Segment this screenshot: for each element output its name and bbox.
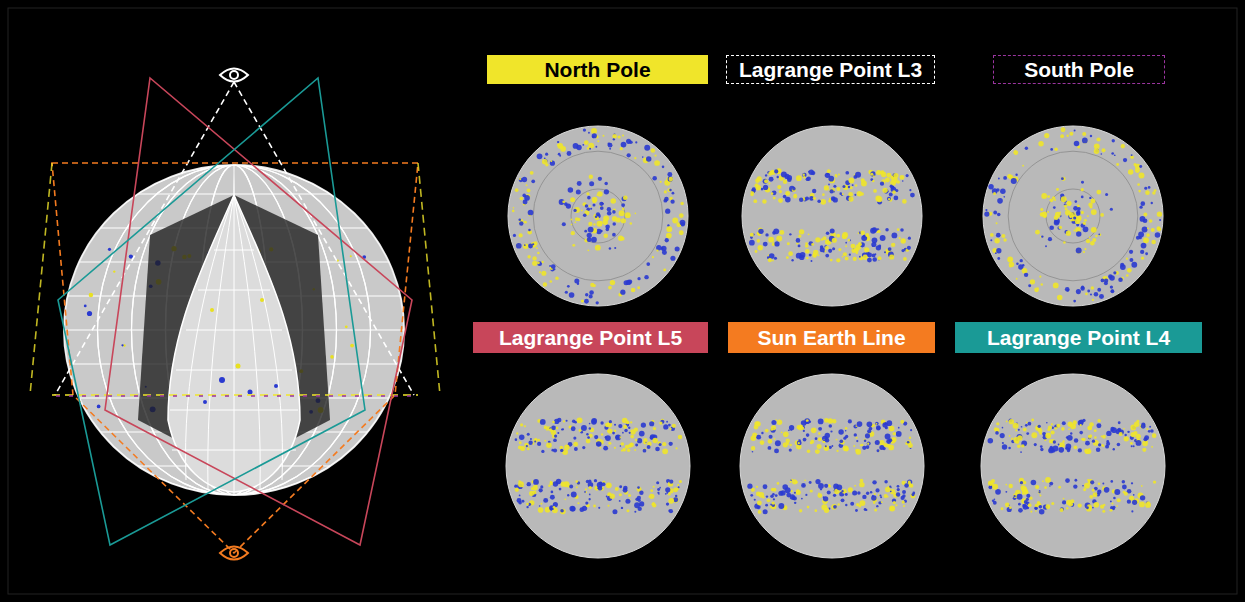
magnetogram [508,126,688,306]
view-cones [30,78,440,553]
label-text: South Pole [1024,59,1134,80]
view-label: Sun Earth Line [728,322,935,353]
frame [8,8,1237,594]
view-label: Lagrange Point L4 [955,322,1202,353]
label-text: Lagrange Point L4 [987,327,1170,348]
view-label: Lagrange Point L3 [726,55,935,84]
magnetogram [740,374,924,558]
observer-eye [220,547,248,560]
magnetogram [506,374,690,558]
label-text: Lagrange Point L5 [499,327,682,348]
observer-eye [220,69,248,82]
view-label: South Pole [993,55,1165,84]
sun-sphere [50,165,420,495]
label-text: North Pole [544,59,650,80]
view-label: Lagrange Point L5 [473,322,708,353]
label-text: Sun Earth Line [757,327,905,348]
magnetogram [983,126,1163,306]
magnetogram [981,374,1165,558]
label-text: Lagrange Point L3 [739,59,922,80]
magnetogram [742,126,922,306]
view-label: North Pole [487,55,708,84]
